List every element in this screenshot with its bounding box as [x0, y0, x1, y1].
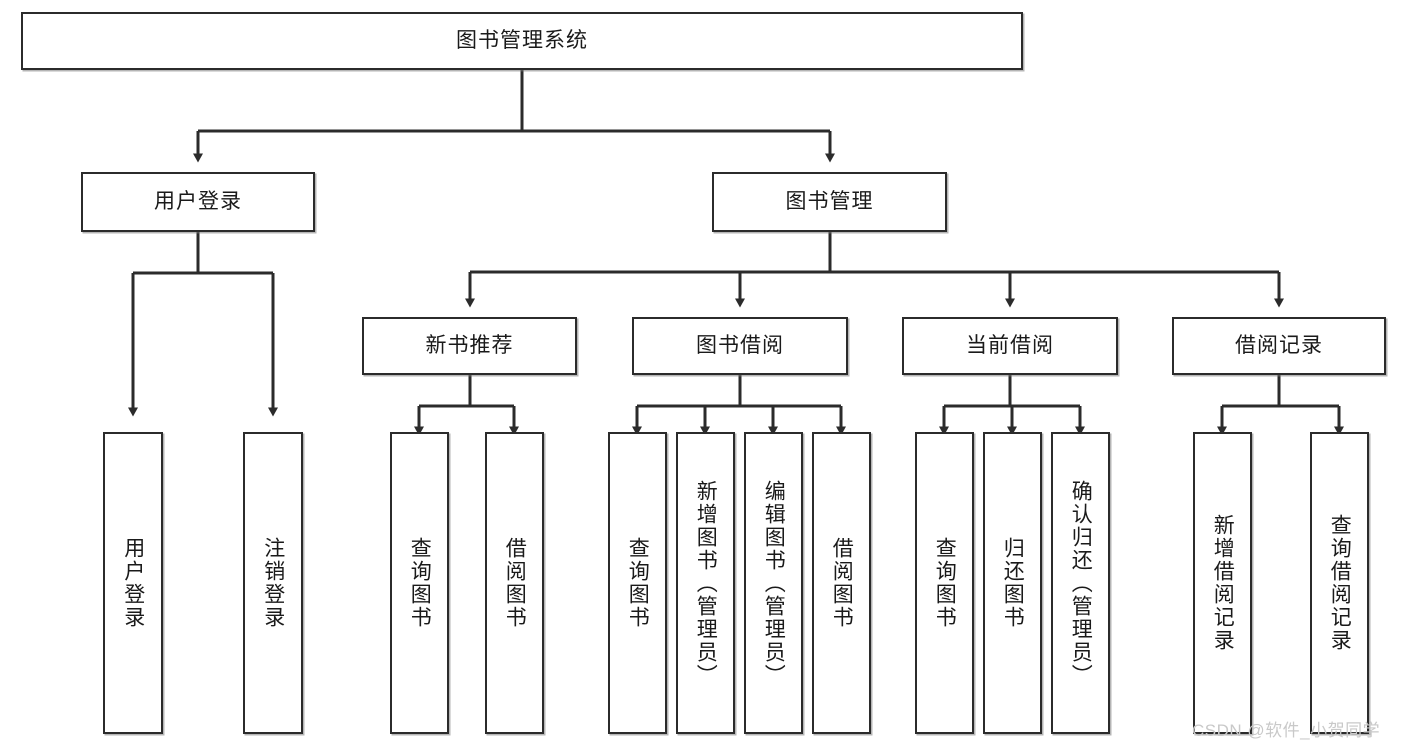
node-leaf-user-login-label: 用户登录 — [121, 537, 145, 629]
node-leaf-query-borrow-record[interactable]: 查询借阅记录 — [1310, 432, 1369, 734]
node-root-system[interactable]: 图书管理系统 — [21, 12, 1023, 70]
node-user-login[interactable]: 用户登录 — [81, 172, 315, 232]
node-leaf-user-logout[interactable]: 注销登录 — [243, 432, 303, 734]
node-leaf-add-borrow-record[interactable]: 新增借阅记录 — [1193, 432, 1252, 734]
node-borrow-record-label: 借阅记录 — [1235, 334, 1323, 358]
node-leaf-borrow-book-label: 借阅图书 — [830, 537, 854, 629]
node-leaf-borrow-query-book[interactable]: 查询图书 — [608, 432, 667, 734]
node-new-book-recommend-label: 新书推荐 — [425, 334, 514, 358]
node-leaf-user-login[interactable]: 用户登录 — [103, 432, 163, 734]
node-leaf-edit-book-admin[interactable]: 编辑图书（管理员） — [744, 432, 803, 734]
node-current-borrow-label: 当前借阅 — [966, 334, 1054, 358]
node-leaf-add-book-admin-label: 新增图书（管理员） — [694, 479, 718, 687]
node-leaf-edit-book-admin-label: 编辑图书（管理员） — [762, 479, 786, 687]
node-borrow-record[interactable]: 借阅记录 — [1172, 317, 1386, 375]
node-leaf-recommend-borrow-book[interactable]: 借阅图书 — [485, 432, 544, 734]
node-book-borrow[interactable]: 图书借阅 — [632, 317, 848, 375]
node-book-manage[interactable]: 图书管理 — [712, 172, 947, 232]
node-leaf-recommend-query-book-label: 查询图书 — [408, 537, 432, 629]
node-user-login-label: 用户登录 — [154, 190, 242, 214]
node-leaf-borrow-query-book-label: 查询图书 — [626, 537, 650, 629]
node-leaf-user-logout-label: 注销登录 — [261, 537, 285, 629]
node-new-book-recommend[interactable]: 新书推荐 — [362, 317, 577, 375]
node-leaf-current-query-book[interactable]: 查询图书 — [915, 432, 974, 734]
node-book-borrow-label: 图书借阅 — [696, 334, 784, 358]
node-leaf-recommend-borrow-book-label: 借阅图书 — [503, 537, 527, 629]
node-current-borrow[interactable]: 当前借阅 — [902, 317, 1118, 375]
csdn-watermark: CSDN @软件_小贺同学 — [1192, 721, 1381, 740]
node-leaf-recommend-query-book[interactable]: 查询图书 — [390, 432, 449, 734]
node-leaf-return-book-label: 归还图书 — [1001, 537, 1025, 629]
node-leaf-current-query-book-label: 查询图书 — [933, 537, 957, 629]
node-leaf-add-book-admin[interactable]: 新增图书（管理员） — [676, 432, 735, 734]
node-leaf-query-borrow-record-label: 查询借阅记录 — [1328, 514, 1352, 652]
node-leaf-return-book[interactable]: 归还图书 — [983, 432, 1042, 734]
node-leaf-confirm-return-admin[interactable]: 确认归还（管理员） — [1051, 432, 1110, 734]
node-leaf-add-borrow-record-label: 新增借阅记录 — [1211, 514, 1235, 652]
node-root-system-label: 图书管理系统 — [456, 29, 588, 53]
node-leaf-borrow-book[interactable]: 借阅图书 — [812, 432, 871, 734]
node-book-manage-label: 图书管理 — [785, 190, 874, 214]
node-leaf-confirm-return-admin-label: 确认归还（管理员） — [1069, 479, 1093, 687]
